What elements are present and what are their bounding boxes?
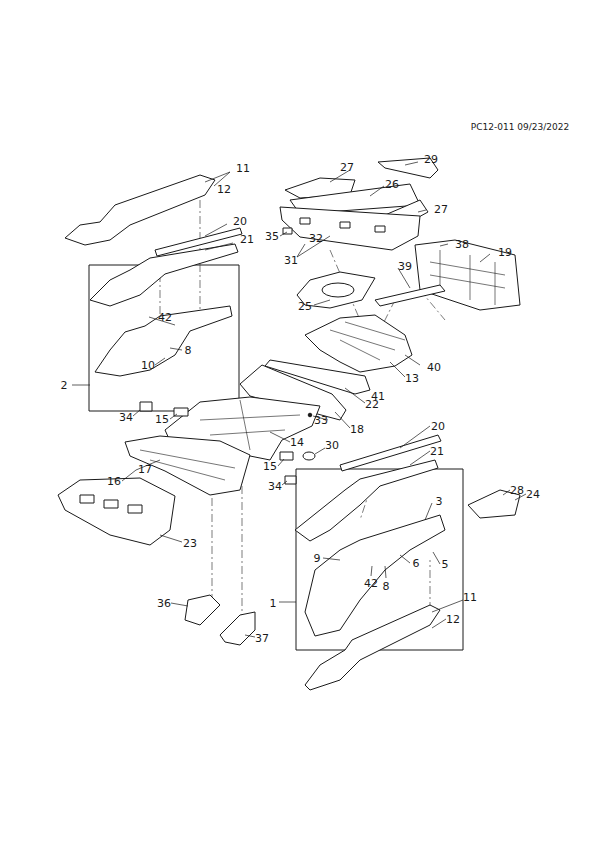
callout-number: 34: [267, 480, 283, 493]
callout-number: 3: [435, 495, 444, 508]
callout-number: 22: [364, 398, 380, 411]
part-outline: [58, 478, 175, 545]
part-outline: [95, 306, 232, 376]
callout-number: 42: [363, 577, 379, 590]
callout-number: 19: [497, 246, 513, 259]
callout-number: 31: [283, 254, 299, 267]
callout-number: 21: [429, 445, 445, 458]
part-outline: [280, 452, 293, 460]
callout-number: 6: [412, 557, 421, 570]
part-outline: [305, 605, 440, 690]
callout-number: 27: [339, 161, 355, 174]
part-outline: [285, 476, 296, 484]
part-outline: [283, 228, 292, 234]
callout-number: 27: [433, 203, 449, 216]
callout-number: 25: [297, 300, 313, 313]
callout-number: 9: [313, 552, 322, 565]
callout-number: 8: [382, 580, 391, 593]
callout-number: 42: [157, 311, 173, 324]
callout-number: 14: [289, 436, 305, 449]
callout-number: 15: [154, 413, 170, 426]
callout-number: 21: [239, 233, 255, 246]
callout-number: 18: [349, 423, 365, 436]
callout-number: 2: [60, 379, 69, 392]
callout-number: 20: [232, 215, 248, 228]
callout-number: 37: [254, 632, 270, 645]
part-outline: [65, 175, 215, 245]
callout-number: 29: [423, 153, 439, 166]
drawing-code: PC12-011 09/23/2022: [470, 122, 570, 133]
part-outline: [280, 207, 420, 250]
callout-number: 38: [454, 238, 470, 251]
callout-number: 23: [182, 537, 198, 550]
callout-number: 15: [262, 460, 278, 473]
callout-number: 40: [426, 361, 442, 374]
part-outline: [305, 315, 412, 372]
callout-number: 17: [137, 463, 153, 476]
part-outline: [140, 402, 152, 411]
callout-number: 28: [509, 484, 525, 497]
callout-number: 26: [384, 178, 400, 191]
callout-number: 16: [106, 475, 122, 488]
part-outline: [303, 452, 315, 460]
callout-number: 1: [269, 597, 278, 610]
part-outline: [90, 244, 238, 306]
callout-number: 33: [313, 414, 329, 427]
callout-number: 32: [308, 232, 324, 245]
callout-number: 34: [118, 411, 134, 424]
part-outline: [415, 240, 520, 310]
callout-number: 20: [430, 420, 446, 433]
callout-number: 36: [156, 597, 172, 610]
callout-number: 24: [525, 488, 541, 501]
callout-number: 11: [235, 162, 251, 175]
callout-number: 30: [324, 439, 340, 452]
callout-number: 10: [140, 359, 156, 372]
part-outline: [375, 285, 445, 306]
callout-number: 8: [184, 344, 193, 357]
callout-number: 35: [264, 230, 280, 243]
callout-number: 5: [441, 558, 450, 571]
callout-number: 12: [216, 183, 232, 196]
callout-number: 12: [445, 613, 461, 626]
callout-number: 13: [404, 372, 420, 385]
callout-number: 11: [462, 591, 478, 604]
callout-number: 39: [397, 260, 413, 273]
part-outline: [220, 612, 255, 645]
part-outline: [185, 595, 220, 625]
group-frame: [296, 469, 463, 650]
